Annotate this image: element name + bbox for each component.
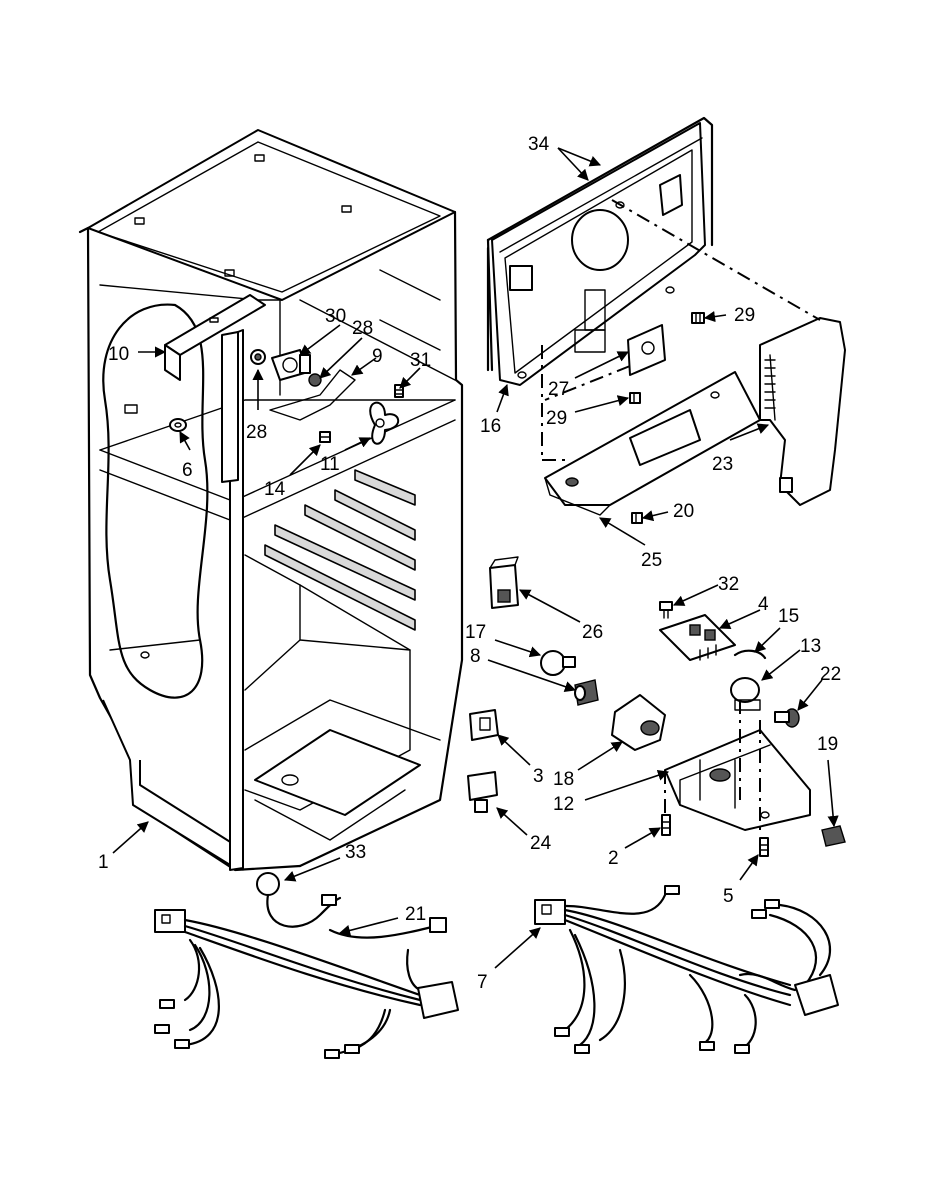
thermostat-part-13 — [730, 677, 761, 711]
callout-3: 3 — [533, 766, 544, 787]
callout-29-upper: 29 — [734, 305, 755, 326]
callout-13: 13 — [800, 636, 821, 657]
callout-27: 27 — [548, 379, 569, 400]
callout-18: 18 — [553, 769, 574, 790]
light-socket-part-8 — [574, 679, 599, 706]
callout-23: 23 — [712, 454, 733, 475]
callout-21: 21 — [405, 904, 426, 925]
control-board-part-4 — [659, 614, 736, 661]
bracket-part-9 — [269, 369, 356, 421]
callout-30: 30 — [325, 306, 346, 327]
screw-part-29-lower — [629, 392, 641, 404]
disc-part-28 — [308, 373, 322, 387]
screw-part-14 — [319, 431, 331, 443]
callout-4: 4 — [758, 594, 769, 615]
callout-17: 17 — [465, 622, 486, 643]
callout-33: 33 — [345, 842, 366, 863]
lamp-housing-part-18 — [611, 694, 666, 751]
connector-part-3 — [469, 709, 499, 741]
callout-20: 20 — [673, 501, 694, 522]
control-housing-part-12 — [664, 729, 811, 831]
callout-5: 5 — [723, 886, 734, 907]
switch-part-26 — [489, 556, 519, 609]
cabinet-liner — [78, 129, 464, 872]
callout-24: 24 — [530, 833, 552, 854]
callout-15: 15 — [778, 606, 799, 627]
callout-25: 25 — [641, 550, 662, 571]
duct-part-25 — [544, 371, 761, 516]
gasket-part-34 — [486, 116, 714, 372]
knob-part-22 — [774, 708, 800, 728]
plate-part-27 — [627, 324, 666, 376]
knob-part-28 — [250, 349, 266, 365]
callout-6: 6 — [182, 460, 193, 481]
callout-26: 26 — [582, 622, 603, 643]
fan-blade-part-11 — [369, 401, 400, 445]
callout-34: 34 — [528, 134, 550, 155]
screw-part-2 — [661, 814, 671, 836]
callout-10: 10 — [108, 344, 129, 365]
callout-28-lower: 28 — [246, 422, 267, 443]
leader-lines — [112, 147, 839, 969]
callout-9: 9 — [372, 346, 383, 367]
screw-part-32 — [659, 601, 673, 619]
callout-11: 11 — [320, 454, 340, 475]
washer-part-6 — [169, 418, 187, 432]
callout-1: 1 — [98, 852, 109, 873]
control-part-30 — [271, 349, 311, 381]
callout-12: 12 — [553, 794, 574, 815]
air-duct-part-23 — [759, 317, 846, 506]
evaporator-cover-part-16 — [491, 122, 706, 386]
callout-29-lower: 29 — [546, 408, 567, 429]
callout-8: 8 — [470, 646, 481, 667]
callout-2: 2 — [608, 848, 619, 869]
screw-part-5 — [759, 837, 769, 857]
wire-harness-part-21 — [154, 872, 459, 1059]
callout-22: 22 — [820, 664, 841, 685]
clip-part-15 — [733, 649, 767, 660]
screw-part-29-upper — [691, 312, 705, 324]
callout-31: 31 — [410, 350, 431, 371]
light-bulb-part-17 — [540, 650, 576, 676]
callout-32: 32 — [718, 574, 739, 595]
bracket-part-10 — [164, 294, 266, 381]
callout-16: 16 — [480, 416, 501, 437]
callout-7: 7 — [477, 972, 488, 993]
callout-19: 19 — [817, 734, 838, 755]
plug-part-24 — [467, 771, 498, 813]
screw-part-20 — [631, 512, 643, 524]
callout-14: 14 — [264, 479, 286, 500]
connector-part-19 — [821, 825, 846, 847]
screw-part-31 — [394, 384, 404, 398]
callout-28-upper: 28 — [352, 318, 373, 339]
wire-harness-part-7 — [534, 885, 839, 1054]
